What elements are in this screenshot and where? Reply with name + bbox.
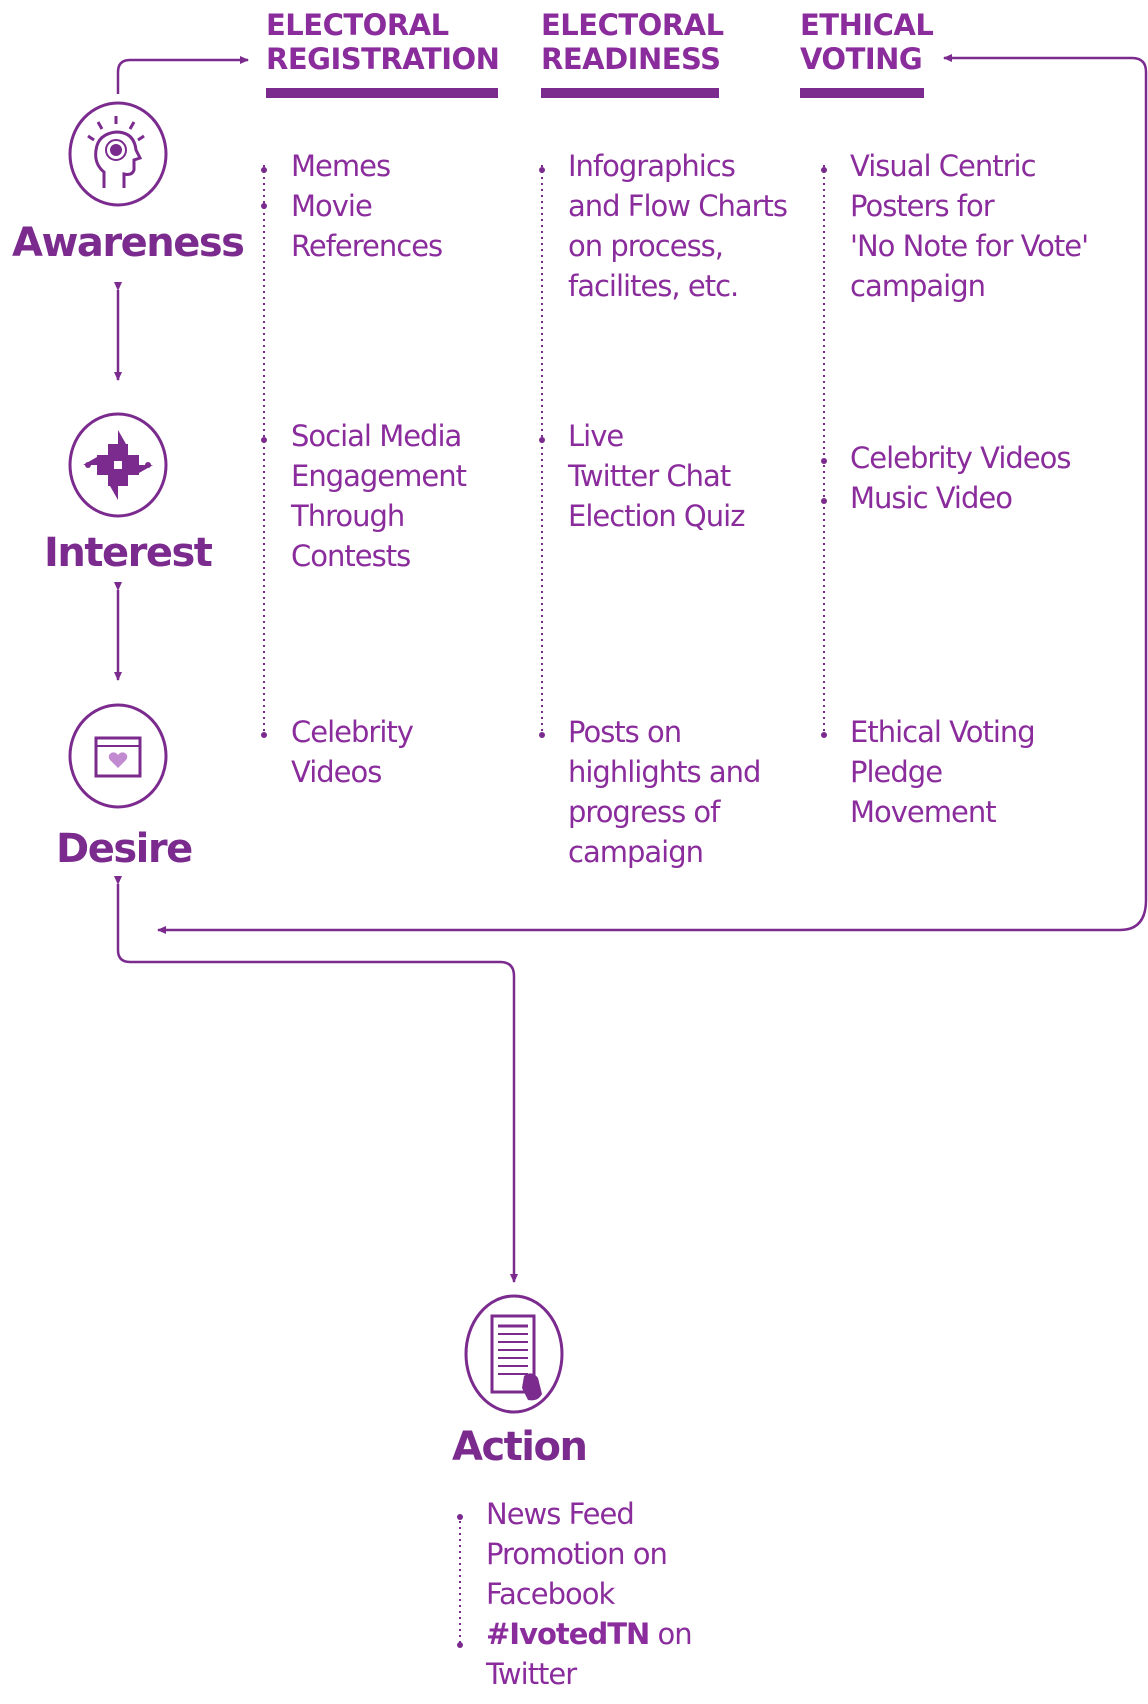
hashtag-suffix: on [649, 1617, 692, 1651]
stage-label-awareness: Awareness [12, 220, 245, 266]
cell-line: progress of [568, 795, 720, 829]
cell-line: campaign [568, 835, 704, 869]
cell-line: Music Video [850, 481, 1013, 515]
bullet [261, 167, 267, 173]
bullet [261, 437, 267, 443]
action-items: News Feed Promotion on Facebook #IvotedT… [486, 1494, 693, 1694]
column-header-underline [541, 88, 719, 98]
cell-line: Posters for [850, 189, 995, 223]
bullet [539, 437, 545, 443]
action-hashtag-line: #IvotedTN on [486, 1614, 693, 1654]
cell-line: Twitter Chat [568, 459, 731, 493]
cell-interest-readiness: Live Twitter Chat Election Quiz [568, 416, 745, 536]
bullet [261, 732, 267, 738]
bullet [457, 1642, 463, 1648]
column-header-line2: REGISTRATION [266, 42, 500, 76]
cell-line: and Flow Charts [568, 189, 788, 223]
cell-desire-ethical-voting: Ethical Voting Pledge Movement [850, 712, 1036, 832]
cell-line: Movie [291, 189, 373, 223]
bullet [539, 732, 545, 738]
column-header-line1: ETHICAL [800, 8, 934, 42]
cell-line: Celebrity Videos [850, 441, 1071, 475]
cell-line: facilites, etc. [568, 269, 739, 303]
action-line: Twitter [486, 1657, 577, 1691]
bullet [457, 1514, 463, 1520]
cell-line: Visual Centric [850, 149, 1037, 183]
heart-frame-icon [66, 702, 170, 815]
column-header-underline [800, 88, 924, 98]
bullet [821, 167, 827, 173]
cell-line: Election Quiz [568, 499, 745, 533]
action-line: News Feed [486, 1497, 635, 1531]
right-loop-connector [943, 54, 1148, 900]
bullet [821, 498, 827, 504]
cell-desire-registration: Celebrity Videos [291, 712, 414, 792]
cell-awareness-registration: Memes Movie References [291, 146, 443, 266]
column-header-line1: ELECTORAL [541, 8, 724, 42]
bullet [539, 167, 545, 173]
cell-line: Videos [291, 755, 382, 789]
column-header-line2: VOTING [800, 42, 923, 76]
head-idea-icon [66, 100, 170, 213]
stage-label-interest: Interest [44, 530, 213, 576]
cell-line: 'No Note for Vote' [850, 229, 1089, 263]
cell-line: highlights and [568, 755, 761, 789]
cell-line: Engagement [291, 459, 467, 493]
cell-awareness-readiness: Infographics and Flow Charts on process,… [568, 146, 788, 306]
bottom-return-connector [157, 899, 1148, 934]
cell-line: Live [568, 419, 624, 453]
awareness-to-registration-connector [116, 56, 249, 94]
diamond-cross-icon [66, 410, 170, 525]
stage-label-desire: Desire [56, 826, 193, 872]
bullet [821, 458, 827, 464]
cell-interest-registration: Social Media Engagement Through Contests [291, 416, 467, 576]
desire-to-action-connector [114, 876, 518, 1283]
cell-line: Celebrity [291, 715, 414, 749]
action-line: Facebook [486, 1577, 615, 1611]
cell-line: Pledge [850, 755, 943, 789]
cell-line: Memes [291, 149, 391, 183]
bullet [261, 203, 267, 209]
column-header-underline [266, 88, 498, 98]
column-header-line2: READINESS [541, 42, 721, 76]
cell-interest-ethical-voting: Celebrity Videos Music Video [850, 438, 1071, 518]
cell-line: Movement [850, 795, 997, 829]
cell-line: campaign [850, 269, 986, 303]
column-header-ethical-voting: ETHICAL VOTING [800, 8, 934, 98]
cell-line: Through [291, 499, 405, 533]
cell-line: Contests [291, 539, 411, 573]
cell-line: Posts on [568, 715, 682, 749]
action-line: Promotion on [486, 1537, 668, 1571]
cell-awareness-ethical-voting: Visual Centric Posters for 'No Note for … [850, 146, 1089, 306]
column-header-line1: ELECTORAL [266, 8, 449, 42]
cell-desire-readiness: Posts on highlights and progress of camp… [568, 712, 761, 872]
cell-line: Infographics [568, 149, 736, 183]
hashtag: #IvotedTN [486, 1617, 650, 1651]
cell-line: on process, [568, 229, 724, 263]
ballot-vote-icon [462, 1292, 566, 1421]
cell-line: References [291, 229, 443, 263]
column-header-readiness: ELECTORAL READINESS [541, 8, 724, 98]
bullet [821, 732, 827, 738]
cell-line: Ethical Voting [850, 715, 1036, 749]
stage-label-action: Action [452, 1424, 588, 1470]
column-header-registration: ELECTORAL REGISTRATION [266, 8, 500, 98]
cell-line: Social Media [291, 419, 462, 453]
